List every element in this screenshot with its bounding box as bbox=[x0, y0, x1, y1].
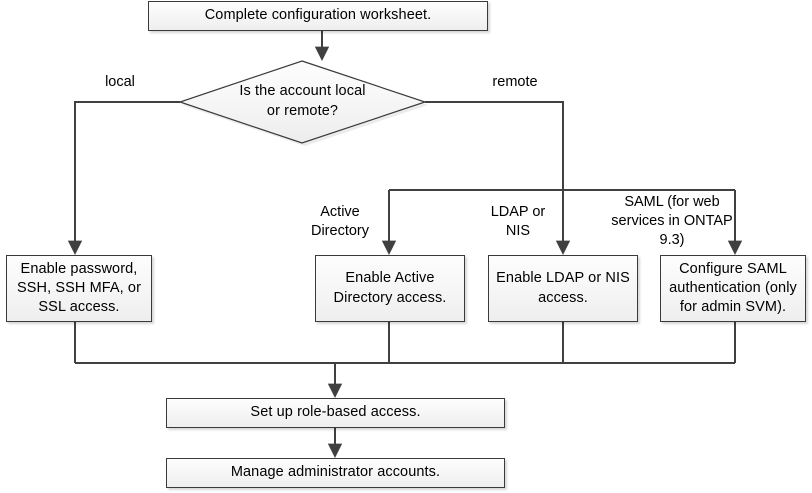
node-set-up-role-based-access[interactable]: Set up role-based access. bbox=[166, 398, 505, 428]
node-complete-configuration-worksheet[interactable]: Complete configuration worksheet. bbox=[148, 1, 488, 31]
edge-label-ldap-or-nis: LDAP or NIS bbox=[490, 204, 546, 239]
edge-decision-to-local bbox=[67, 101, 180, 255]
node-label: Set up role-based access. bbox=[250, 404, 421, 421]
node-manage-administrator-accounts[interactable]: Manage administrator accounts. bbox=[166, 458, 505, 488]
edge-label-local: local bbox=[105, 74, 135, 90]
node-decision-account-local-or-remote[interactable]: Is the account local or remote? bbox=[180, 61, 425, 143]
node-label: Enable LDAP or NIS access. bbox=[496, 270, 630, 306]
node-label: Enable password, SSH, SSH MFA, or SSL ac… bbox=[16, 260, 142, 316]
node-enable-active-directory-access[interactable]: Enable Active Directory access. bbox=[315, 255, 465, 322]
node-configure-saml-authentication[interactable]: Configure SAML authentication (only for … bbox=[660, 255, 806, 322]
node-label: Manage administrator accounts. bbox=[230, 464, 441, 481]
edge-label-active-directory: Active Directory bbox=[310, 204, 369, 239]
node-enable-ldap-or-nis-access[interactable]: Enable LDAP or NIS access. bbox=[488, 255, 638, 322]
node-enable-password-ssh-ssl-access[interactable]: Enable password, SSH, SSH MFA, or SSL ac… bbox=[6, 255, 152, 322]
node-label: Configure SAML authentication (only for … bbox=[669, 260, 797, 316]
node-label: Is the account local or remote? bbox=[239, 83, 366, 119]
edge-label-remote: remote bbox=[492, 74, 538, 90]
edge-label-saml: SAML (for web services in ONTAP 9.3) bbox=[611, 194, 733, 248]
node-label: Complete configuration worksheet. bbox=[204, 7, 432, 24]
node-label: Enable Active Directory access. bbox=[333, 270, 447, 306]
edge-decision-to-remote-bus bbox=[425, 101, 564, 190]
